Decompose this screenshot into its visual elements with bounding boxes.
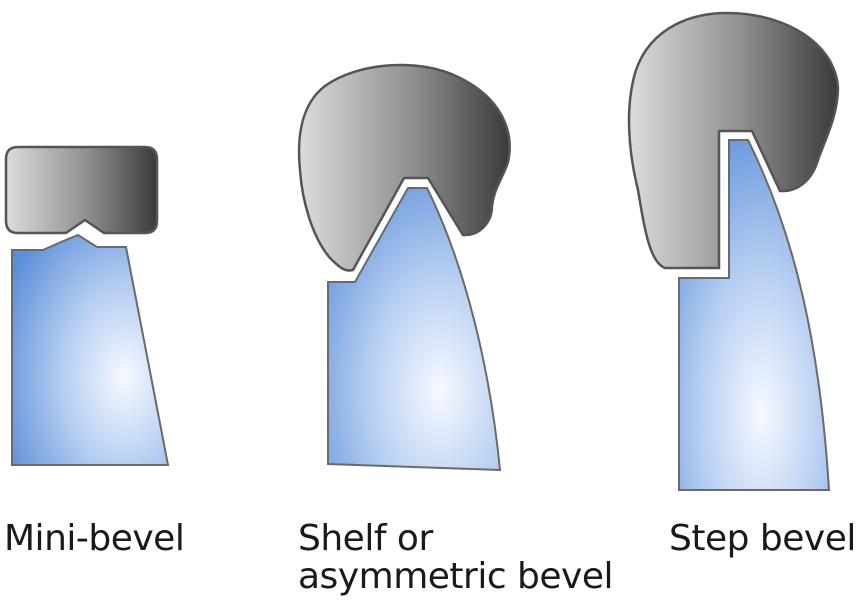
- shelf-bevel-frame-holder: [297, 63, 511, 272]
- shelf-bevel-caption: Shelf or asymmetric bevel: [298, 518, 614, 597]
- step-bevel-lens: [678, 139, 831, 491]
- step-bevel-panel: [627, 11, 840, 491]
- mini-bevel-lens: [11, 233, 170, 466]
- shelf-bevel-panel: [297, 63, 511, 472]
- mini-bevel-caption: Mini-bevel: [4, 518, 185, 559]
- mini-bevel-panel: [4, 145, 170, 466]
- step-bevel-frame-holder: [627, 11, 840, 270]
- shelf-bevel-lens: [327, 187, 502, 472]
- mini-bevel-frame-holder: [4, 145, 159, 235]
- step-bevel-caption: Step bevel: [669, 518, 856, 559]
